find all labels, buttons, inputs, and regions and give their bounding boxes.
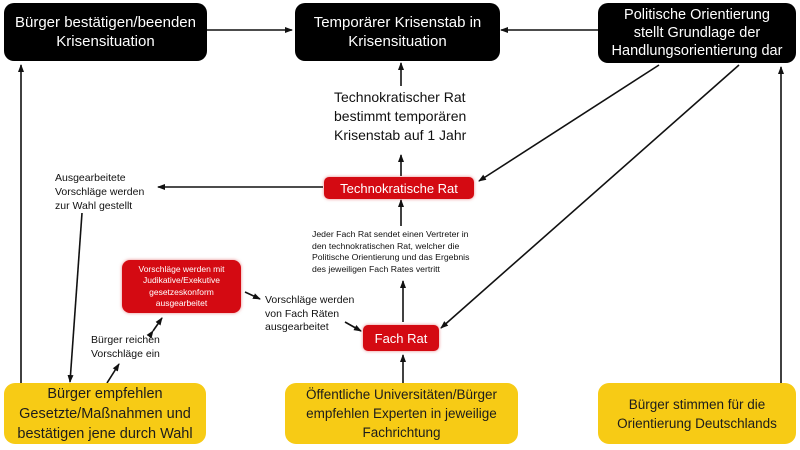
node-political-orientation: Politische Orientierung stellt Grundlage…	[598, 3, 796, 63]
label-technocratic-appoints: Technokratischer Rat bestimmt temporären…	[334, 89, 467, 143]
arrow-vote-label-to-citizens	[67, 212, 83, 383]
node-crisis-staff-text: Temporärer Krisenstab in Krisensituation	[313, 14, 482, 50]
node-confirm-crisis: Bürger bestätigen/beenden Krisensituatio…	[4, 3, 207, 61]
label-representative: Jeder Fach Rat sendet einen Vertreter in…	[312, 229, 470, 274]
node-confirm-crisis-text: Bürger bestätigen/beenden Krisensituatio…	[15, 14, 196, 50]
node-universities-recommend-text: Öffentliche Universitäten/Bürger empfehl…	[305, 387, 498, 440]
node-citizens-recommend: Bürger empfehlen Gesetzte/Maßnahmen und …	[4, 383, 206, 444]
node-citizens-vote: Bürger stimmen für die Orientierung Deut…	[598, 383, 796, 444]
node-legal-review-text: Vorschläge werden mit Judikative/Exekuti…	[138, 263, 225, 309]
node-expert-council: Fach Rat	[363, 325, 439, 351]
node-expert-council-text: Fach Rat	[374, 330, 428, 346]
node-citizens-recommend-text: Bürger empfehlen Gesetzte/Maßnahmen und …	[17, 385, 193, 442]
node-universities-recommend: Öffentliche Universitäten/Bürger empfehl…	[285, 383, 518, 444]
node-legal-review: Vorschläge werden mit Judikative/Exekuti…	[122, 260, 241, 313]
arrow-submit-label-to-legal-review	[146, 317, 163, 339]
label-proposals-to-vote: Ausgearbeitete Vorschläge werden zur Wah…	[55, 172, 145, 212]
label-citizens-submit: Bürger reichen Vorschläge ein	[91, 334, 160, 360]
node-technocratic-council-text: Technokratische Rat	[340, 180, 458, 196]
arrow-orientation-to-technocratic	[478, 64, 660, 182]
arrow-citizens-to-submit-label	[106, 363, 120, 384]
label-proposals-by-councils: Vorschläge werden von Fach Räten ausgear…	[265, 294, 355, 333]
node-political-orientation-text: Politische Orientierung stellt Grundlage…	[611, 7, 783, 59]
arrow-councils-label-to-expert-council	[344, 321, 362, 332]
node-technocratic-council: Technokratische Rat	[324, 177, 474, 199]
node-crisis-staff: Temporärer Krisenstab in Krisensituation	[295, 3, 500, 61]
arrow-orientation-to-expert-council	[440, 64, 740, 329]
node-citizens-vote-text: Bürger stimmen für die Orientierung Deut…	[617, 396, 777, 431]
arrow-legal-review-to-councils-label	[244, 291, 261, 300]
